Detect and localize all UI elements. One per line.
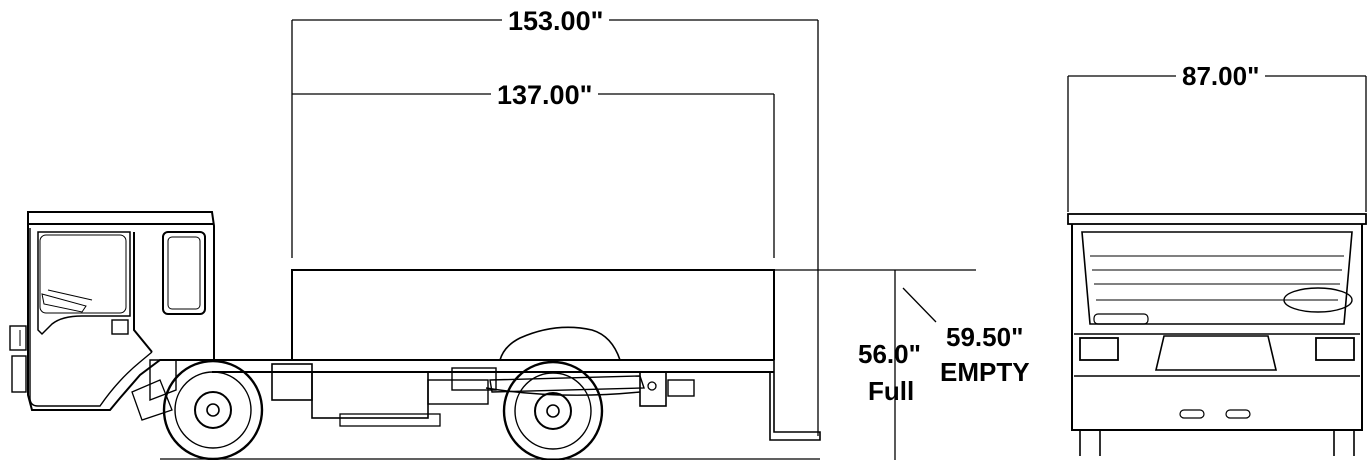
body-length-label: 137.00" [491, 82, 599, 109]
width-dimension-lines [1067, 75, 1367, 212]
height-full-label: Full [868, 376, 915, 406]
width-label: 87.00" [1176, 63, 1266, 89]
truck-cab [9, 211, 215, 411]
height-empty-label: EMPTY [940, 357, 1030, 387]
dimension-137-lines [292, 93, 775, 258]
rear-wheel [502, 360, 604, 460]
overall-length-label: 153.00" [502, 8, 610, 35]
front-view-truck [1067, 213, 1367, 456]
height-full-value: 56.0" [858, 339, 921, 369]
height-empty-value: 59.50" [946, 322, 1024, 352]
height-reference-lines [752, 269, 976, 460]
front-wheel [162, 359, 264, 460]
truck-chassis [131, 359, 821, 441]
truck-body [291, 269, 775, 361]
